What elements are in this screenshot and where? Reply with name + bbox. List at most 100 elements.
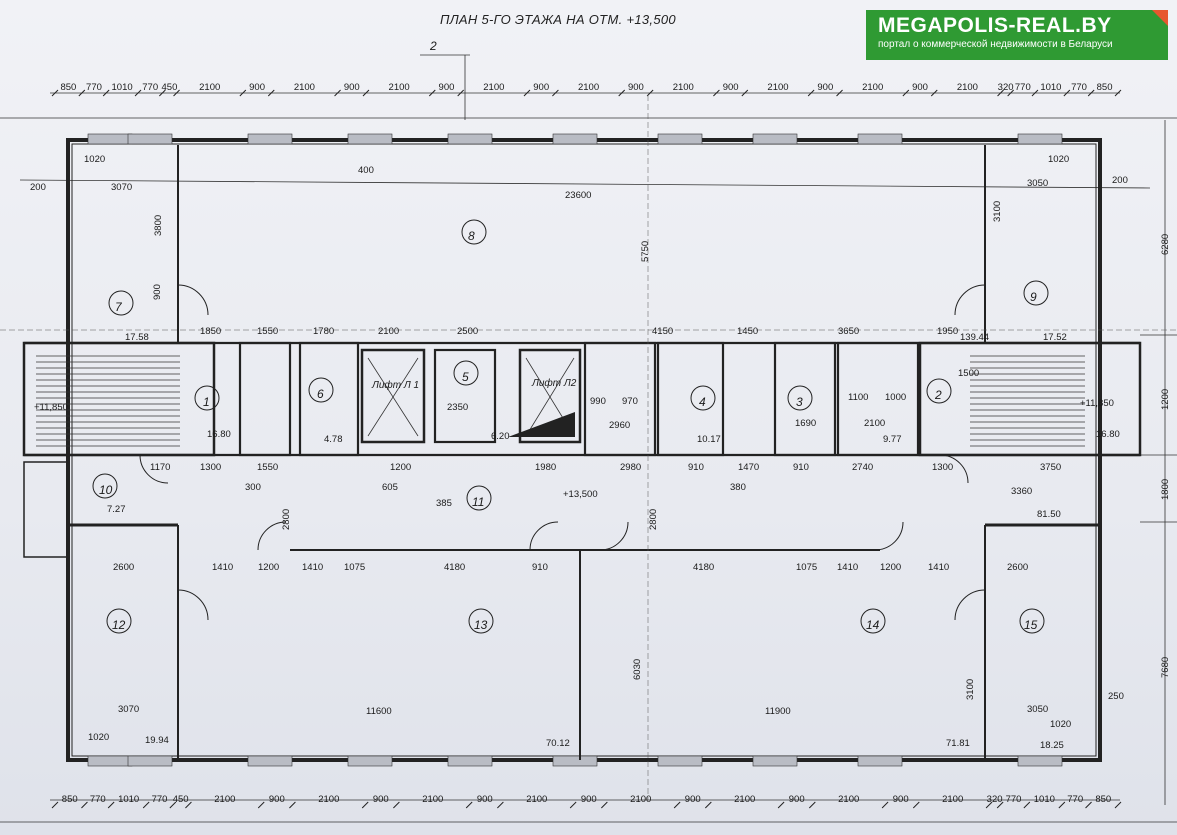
dim-tick xyxy=(930,89,938,97)
bottom_dims-19: 2100 xyxy=(942,794,963,805)
dim-tick xyxy=(185,801,192,809)
dim-tick xyxy=(289,801,296,809)
dim-910b: 910 xyxy=(793,462,809,473)
dim-990: 990 xyxy=(590,396,606,407)
area-9: 17.52 xyxy=(1043,332,1067,343)
window-south xyxy=(87,755,133,767)
area-15: 81.50 xyxy=(1037,509,1061,520)
dim-4180b: 4180 xyxy=(693,562,714,573)
top_dims-20: 900 xyxy=(912,82,928,93)
dim-200a: 200 xyxy=(30,182,46,193)
window-south xyxy=(657,755,703,767)
room-7-label: 7 xyxy=(115,300,123,314)
dim-tick xyxy=(428,89,436,97)
dim-tick xyxy=(107,801,115,809)
dim-2800b: 2800 xyxy=(648,509,659,530)
dim-1170: 1170 xyxy=(150,462,170,473)
dim-1450: 1450 xyxy=(737,326,758,337)
room-6-label: 6 xyxy=(317,387,324,401)
window-north xyxy=(347,133,393,145)
top_dims-5: 2100 xyxy=(199,82,220,93)
dim-6030: 6030 xyxy=(632,659,643,680)
dim-1075b: 1075 xyxy=(796,562,817,573)
dim-3360: 3360 xyxy=(1011,486,1032,497)
bottom_dims-12: 900 xyxy=(581,794,597,805)
dim-tick xyxy=(713,89,720,97)
top_dims-12: 900 xyxy=(533,82,549,93)
dim-1000: 1000 xyxy=(885,392,906,403)
dim-4180a: 4180 xyxy=(444,562,465,573)
dim-tick xyxy=(569,801,577,809)
room-marker-circle xyxy=(860,608,886,634)
room-10-label: 10 xyxy=(99,483,113,497)
window-north xyxy=(657,133,703,145)
dim-tick xyxy=(102,89,110,97)
dim-1950: 1950 xyxy=(937,326,958,337)
top_dims-10: 900 xyxy=(439,82,455,93)
level-floor: +13,500 xyxy=(563,489,598,500)
top_dims-0: 850 xyxy=(60,82,76,93)
bottom_dims-5: 2100 xyxy=(214,794,235,805)
dim-tick xyxy=(362,89,370,97)
dim-tick xyxy=(985,801,993,809)
site-logo: MEGAPOLIS-REAL.BY портал о коммерческой … xyxy=(866,10,1168,60)
dim-3750: 3750 xyxy=(1040,462,1061,473)
dim-tick xyxy=(51,89,59,97)
room-marker-circle xyxy=(453,360,479,386)
room-marker-circle xyxy=(926,378,952,404)
room-marker-circle xyxy=(787,385,813,411)
window-north xyxy=(447,133,493,145)
bottom_dims-21: 770 xyxy=(1006,794,1022,805)
top_dims-3: 770 xyxy=(142,82,158,93)
dim-tick xyxy=(78,89,86,97)
internal-walls xyxy=(22,145,1142,760)
bottom_dims-22: 1010 xyxy=(1034,794,1055,805)
logo-corner-icon xyxy=(1152,10,1168,26)
dim-tick xyxy=(267,89,275,97)
dim-2740: 2740 xyxy=(852,462,873,473)
dim-3050b: 3050 xyxy=(1027,704,1048,715)
dim-23600: 23600 xyxy=(565,190,591,201)
top_dims-19: 2100 xyxy=(862,82,883,93)
top_dims-14: 900 xyxy=(628,82,644,93)
dim-tick xyxy=(741,89,749,97)
dim-tick xyxy=(173,89,180,97)
dim-2500: 2500 xyxy=(457,326,478,337)
dim-tick xyxy=(134,89,142,97)
top_dims-25: 770 xyxy=(1071,82,1087,93)
dim-2600b: 2600 xyxy=(1007,562,1028,573)
top_dims-15: 2100 xyxy=(673,82,694,93)
bottom_dims-15: 2100 xyxy=(734,794,755,805)
dim-tick xyxy=(361,801,369,809)
dim-tick xyxy=(465,801,473,809)
dim-tick xyxy=(1087,89,1095,97)
logo-brand: MEGAPOLIS-REAL.BY xyxy=(878,14,1112,37)
dim-tick xyxy=(457,89,465,97)
dim-tick xyxy=(618,89,626,97)
bottom_dims-9: 2100 xyxy=(422,794,443,805)
dim-tick xyxy=(1007,89,1015,97)
level-left: +11,850 xyxy=(34,402,68,413)
area-5: 6.20 xyxy=(491,431,510,442)
dim-tick xyxy=(807,89,815,97)
dim-11900: 11900 xyxy=(765,706,791,717)
room-9-label: 9 xyxy=(1030,290,1037,304)
dim-2960: 2960 xyxy=(609,420,630,431)
dim-tick xyxy=(1114,89,1122,97)
room-marker-circle xyxy=(308,377,334,403)
dim-tick xyxy=(808,801,816,809)
dim-1500: 1500 xyxy=(958,368,979,379)
plan-title: ПЛАН 5-ГО ЭТАЖА НА ОТМ. +13,500 xyxy=(440,12,676,27)
top_dims-9: 2100 xyxy=(389,82,410,93)
top_dims-22: 320 xyxy=(998,82,1014,93)
dim-1200: 1200 xyxy=(390,462,411,473)
bottom_dims-0: 850 xyxy=(62,794,78,805)
top_dims-4: 450 xyxy=(162,82,178,93)
area-7: 17.58 xyxy=(125,332,149,343)
dim-tick xyxy=(997,89,1004,97)
dim-3800: 3800 xyxy=(153,215,164,236)
window-south xyxy=(552,755,598,767)
area-10: 7.27 xyxy=(107,504,126,515)
dim-tick xyxy=(497,801,504,809)
section-mark: 2 xyxy=(429,39,437,53)
